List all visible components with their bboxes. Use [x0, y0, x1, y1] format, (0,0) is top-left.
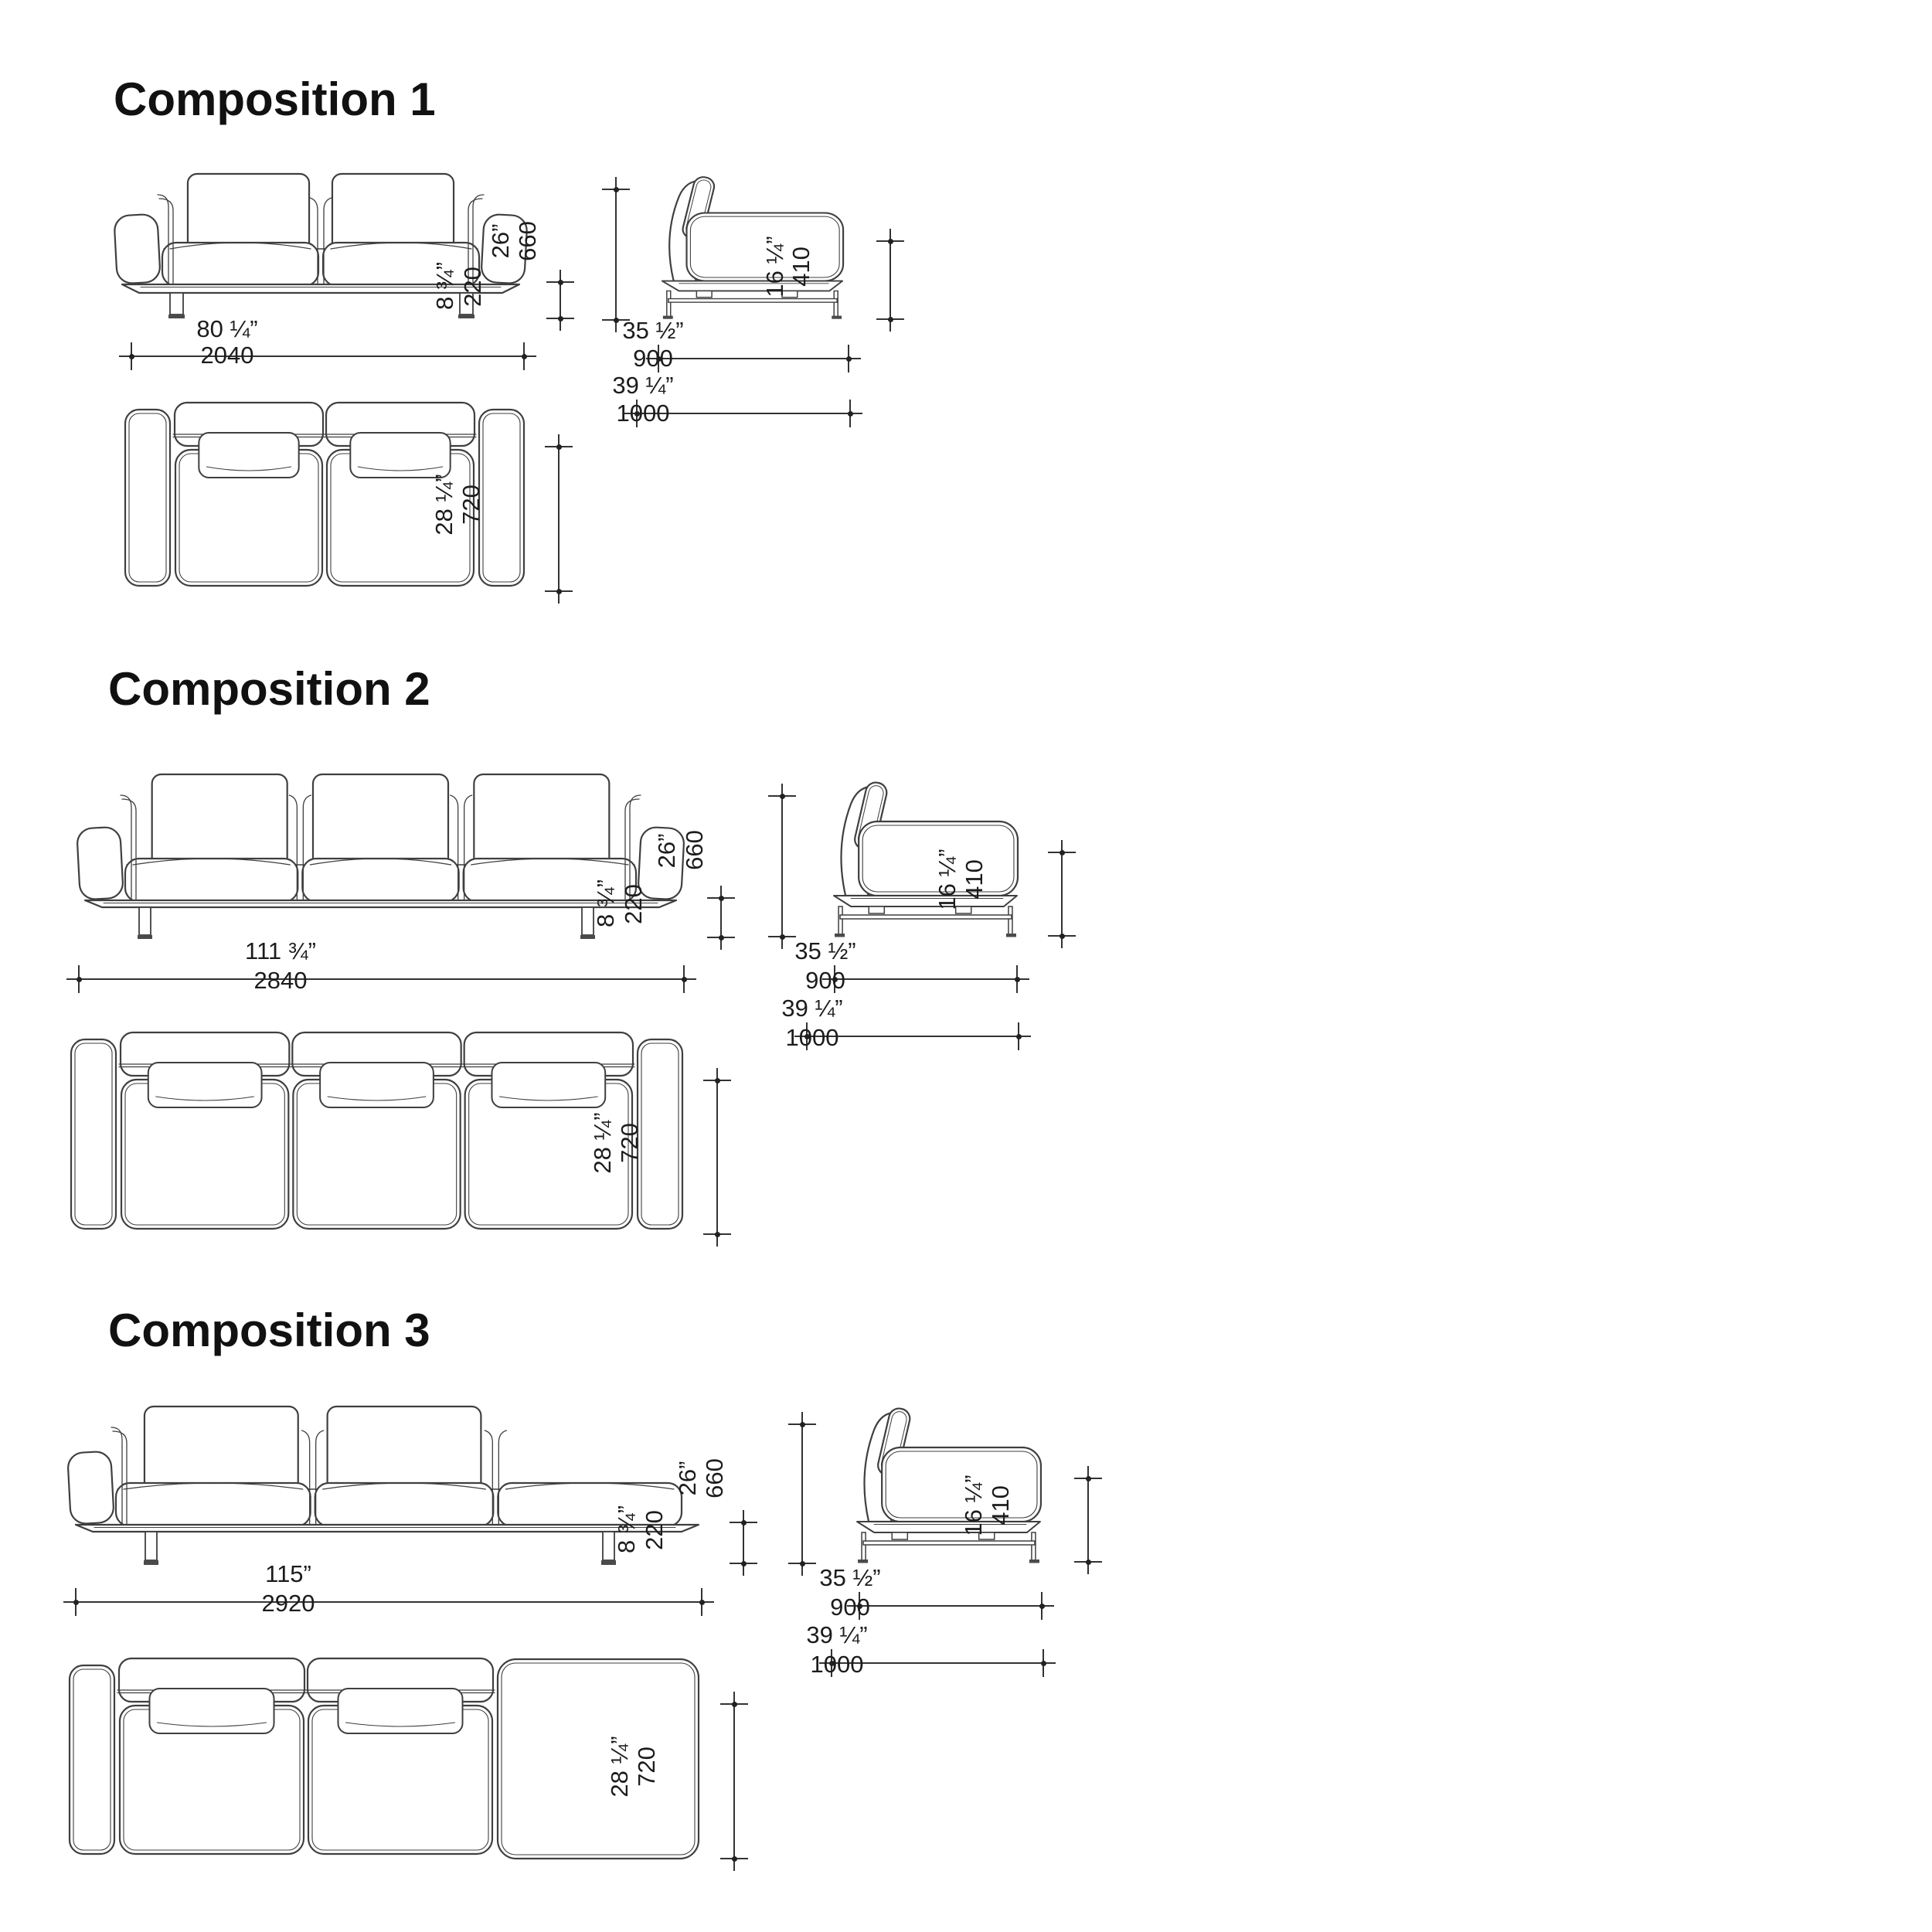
- dimension-line-seat: [1087, 1466, 1089, 1574]
- label-total_depth-mm: 1000: [785, 1024, 839, 1051]
- label-height-mm: 660: [701, 1458, 728, 1498]
- dimension-dot: [1039, 1603, 1045, 1609]
- dimension-line-base: [720, 886, 722, 950]
- dimension-dot: [832, 976, 838, 982]
- dimension-dot: [731, 1855, 737, 1862]
- label-depth-inches: 35 ½”: [819, 1564, 881, 1591]
- dimension-line-height: [801, 1412, 803, 1576]
- dimension-line-total_depth: [794, 1036, 1031, 1037]
- dimension-line-base: [560, 270, 561, 331]
- dimension-line-width: [63, 1601, 714, 1603]
- composition-3-top-view: [68, 1657, 700, 1860]
- composition-2-top-view: [70, 1031, 684, 1230]
- dimension-dot: [1059, 849, 1065, 855]
- dimension-dot: [557, 315, 563, 321]
- dimension-line-seat: [889, 229, 891, 332]
- dimension-line-width: [119, 355, 536, 357]
- label-depth-inches: 35 ½”: [622, 317, 684, 344]
- composition-2-title: Composition 2: [108, 663, 430, 715]
- composition-2-side-view: [833, 781, 1019, 937]
- dimension-dot: [699, 1599, 705, 1605]
- dimension-line-top_depth: [733, 1692, 735, 1871]
- dimension-line-depth: [822, 978, 1029, 980]
- dimension-line-depth: [847, 1605, 1054, 1607]
- dimension-dot: [856, 1603, 862, 1609]
- dimension-dot: [128, 353, 134, 359]
- dimension-dot: [887, 238, 893, 244]
- dimension-dot: [740, 1519, 747, 1526]
- dimension-dot: [76, 976, 82, 982]
- label-total_depth-inches: 39 ¼”: [781, 995, 843, 1022]
- composition-2-front-view: [77, 773, 685, 939]
- dimension-dot: [1085, 1475, 1091, 1481]
- dimension-dot: [731, 1701, 737, 1707]
- label-total_depth-inches: 39 ¼”: [612, 372, 674, 399]
- dimension-dot: [557, 279, 563, 285]
- dimension-dot: [1059, 933, 1065, 939]
- dimension-line-height: [615, 177, 617, 332]
- dimension-dot: [1040, 1660, 1046, 1666]
- dimension-dot: [718, 895, 724, 901]
- dimension-dot: [799, 1421, 805, 1427]
- dimension-line-total_depth: [819, 1662, 1056, 1664]
- dimension-line-base: [743, 1510, 744, 1576]
- dimension-dot: [634, 410, 640, 417]
- composition-1-top-view: [124, 401, 526, 587]
- label-width-mm: 2920: [261, 1590, 315, 1617]
- label-width-mm: 2840: [253, 967, 308, 994]
- dimension-line-total_depth: [624, 413, 862, 414]
- dimension-dot: [681, 976, 687, 982]
- dimension-dot: [521, 353, 527, 359]
- dimension-dot: [828, 1660, 835, 1666]
- composition-1-side-view: [661, 176, 845, 319]
- dimension-line-depth: [646, 358, 861, 359]
- dimension-line-seat: [1061, 840, 1063, 948]
- label-width-inches: 111 ¾”: [245, 937, 316, 964]
- label-depth-mm: 900: [830, 1594, 870, 1621]
- dimension-line-height: [781, 784, 783, 949]
- label-height-mm: 660: [681, 830, 708, 870]
- composition-1-title: Composition 1: [114, 73, 436, 125]
- dimension-dot: [887, 316, 893, 322]
- dimension-line-width: [66, 978, 696, 980]
- composition-3-side-view: [856, 1407, 1043, 1563]
- dimension-dot: [714, 1231, 720, 1237]
- dimension-dot: [1085, 1559, 1091, 1565]
- composition-1-front-view: [114, 172, 528, 318]
- dimension-dot: [655, 355, 662, 362]
- composition-3-title: Composition 3: [108, 1304, 430, 1356]
- dimension-dot: [847, 410, 853, 417]
- dimension-dot: [804, 1033, 810, 1039]
- dimension-dot: [779, 934, 785, 940]
- dimension-line-top_depth: [558, 434, 560, 604]
- dimension-dot: [799, 1560, 805, 1566]
- dimension-dot: [779, 793, 785, 799]
- dimension-dot: [1015, 1033, 1022, 1039]
- dimension-dot: [73, 1599, 79, 1605]
- dimension-dot: [613, 186, 619, 192]
- label-total_depth-inches: 39 ¼”: [806, 1621, 868, 1648]
- dimension-dot: [613, 317, 619, 323]
- dimension-dot: [1014, 976, 1020, 982]
- label-depth-mm: 900: [805, 967, 845, 994]
- dimension-dot: [556, 444, 562, 450]
- label-total_depth-mm: 1000: [810, 1651, 864, 1678]
- dimension-dot: [845, 355, 852, 362]
- dimension-dot: [718, 934, 724, 940]
- dimension-dot: [556, 588, 562, 594]
- dimension-dot: [740, 1560, 747, 1566]
- dimension-line-top_depth: [716, 1068, 718, 1247]
- label-depth-inches: 35 ½”: [794, 937, 856, 964]
- composition-3-front-view: [67, 1405, 700, 1565]
- dimension-dot: [714, 1077, 720, 1083]
